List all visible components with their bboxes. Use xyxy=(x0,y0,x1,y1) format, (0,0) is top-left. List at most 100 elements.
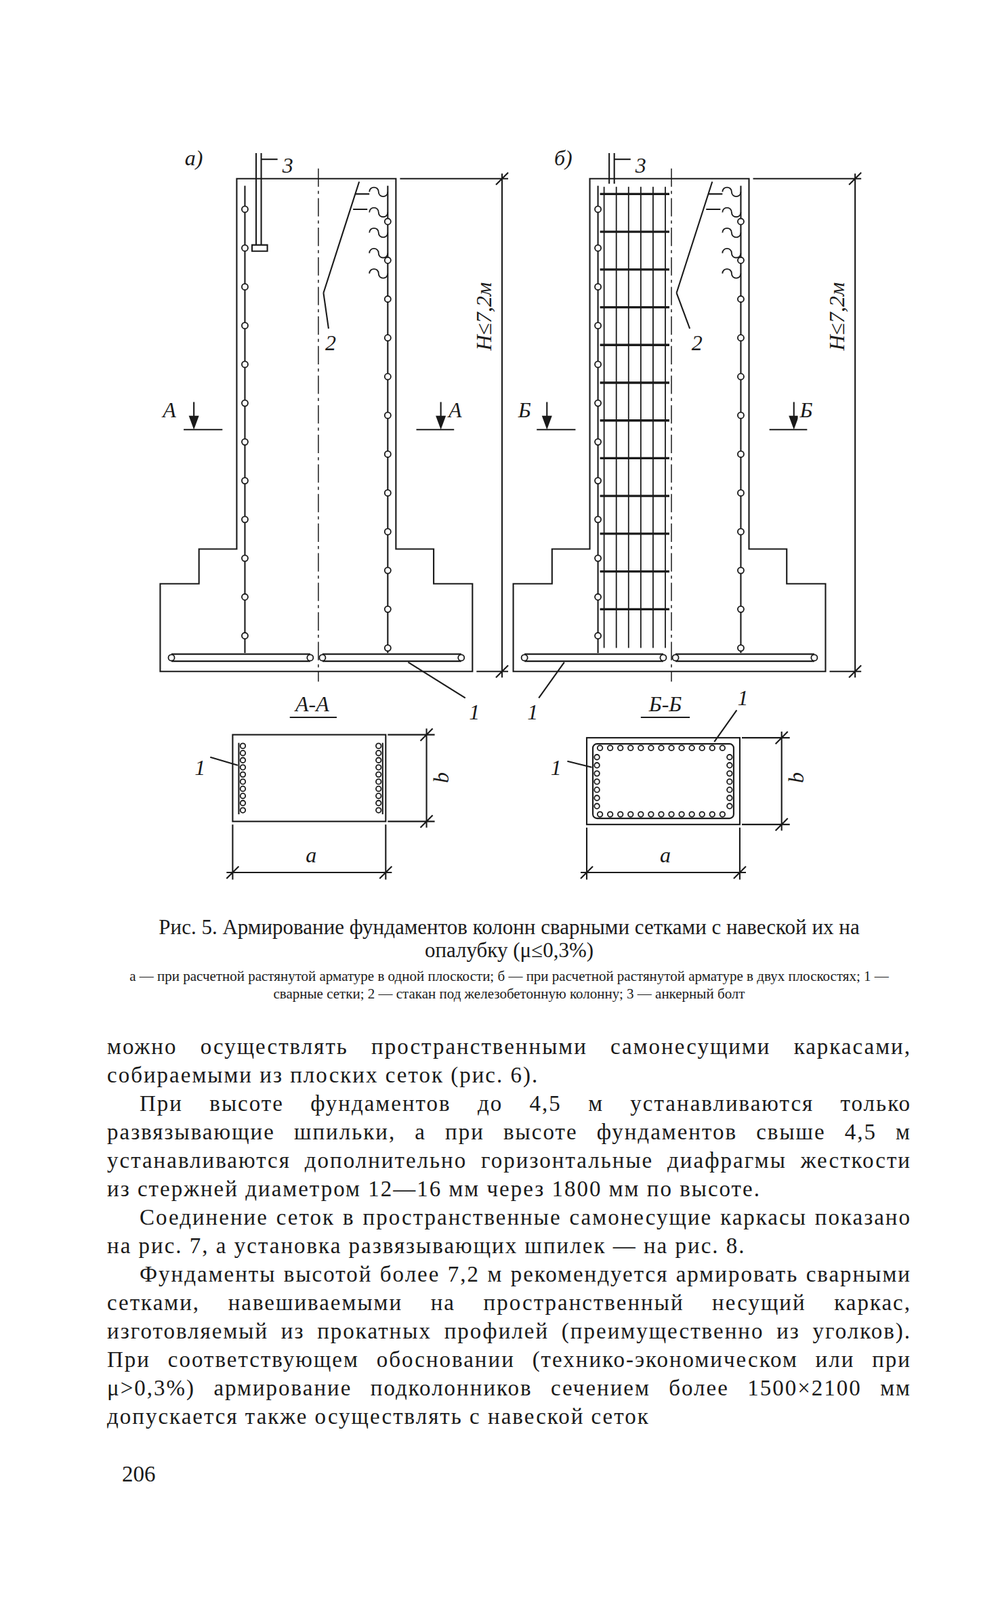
rebar-dot xyxy=(737,489,744,496)
title-underline xyxy=(289,716,337,719)
anchor-bolt xyxy=(609,153,615,184)
rebar-dot xyxy=(240,807,246,814)
body-paragraph: При высоте фундаментов до 4,5 м устанавл… xyxy=(107,1089,912,1204)
rebar-dot xyxy=(241,555,248,562)
mesh-line xyxy=(243,185,246,654)
rebar-dot xyxy=(384,528,391,535)
rebar-dot xyxy=(699,811,705,818)
rebar-dot xyxy=(678,811,685,818)
rebar-dot xyxy=(240,772,246,778)
cage-bar xyxy=(615,186,618,649)
rebar-dot xyxy=(521,654,528,661)
body-paragraph: Фундаменты высотой более 7,2 м рекоменду… xyxy=(107,1260,912,1431)
dimension-line xyxy=(580,827,746,881)
section-title: А-А xyxy=(293,693,332,715)
cage-rung xyxy=(600,457,670,460)
rebar-dot xyxy=(726,762,733,769)
foundation-outline xyxy=(513,178,826,672)
rebar-dot xyxy=(726,803,733,809)
callout-number: 1 xyxy=(192,756,208,779)
rebar-dot xyxy=(594,283,601,290)
rebar-dot xyxy=(607,811,614,818)
cage-bar xyxy=(628,186,630,649)
section-letter: Б xyxy=(516,399,534,421)
cage-rung xyxy=(600,570,670,573)
rebar-dot xyxy=(240,743,246,749)
rebar-dot xyxy=(648,811,654,818)
column-socket xyxy=(323,181,370,293)
stirrup-hook xyxy=(722,187,741,198)
rebar-dot xyxy=(594,439,601,446)
foundation-outline xyxy=(159,178,473,672)
section-letter: Б xyxy=(797,399,815,421)
arrow-head xyxy=(189,416,446,429)
rebar-dot xyxy=(594,477,601,484)
mesh-line xyxy=(597,185,599,654)
stirrup-hook xyxy=(369,248,388,259)
rebar-dot xyxy=(659,654,666,661)
dimension-line xyxy=(226,824,392,880)
rebar-dot xyxy=(594,361,601,368)
dimension-text: b xyxy=(785,770,807,786)
cage-rung xyxy=(600,344,670,347)
rebar-dot xyxy=(240,779,246,785)
section-outline xyxy=(586,737,740,825)
rebar-dot xyxy=(241,361,248,368)
cage-bar xyxy=(640,186,642,649)
rebar-dot xyxy=(241,516,248,523)
axis-line xyxy=(317,168,320,683)
rebar-dot xyxy=(384,257,391,264)
leader-line xyxy=(210,757,238,766)
stirrup-hook xyxy=(722,268,741,279)
rebar-dot xyxy=(638,811,644,818)
rebar-dot xyxy=(457,654,465,661)
dimension-line xyxy=(753,172,862,679)
callout-number: 2 xyxy=(689,331,705,354)
rebar-dot xyxy=(376,750,382,757)
rebar-dot xyxy=(617,811,624,818)
rebar-dot xyxy=(710,811,716,818)
figure-letter: а) xyxy=(182,147,206,169)
rebar-dot xyxy=(376,807,382,814)
leader-line xyxy=(323,292,329,329)
cage-rung xyxy=(600,608,670,611)
rebar-dot xyxy=(737,334,744,341)
dimension-line xyxy=(399,172,509,679)
leader-line xyxy=(538,662,565,699)
cage-rung xyxy=(600,532,670,535)
rebar-dot xyxy=(594,322,601,329)
rebar-dot xyxy=(240,800,246,807)
figure-caption: Рис. 5. Армирование фундаментов колонн с… xyxy=(120,915,898,963)
cage-bar xyxy=(652,186,654,649)
rebar-dot xyxy=(384,451,391,458)
dimension-text: a xyxy=(657,844,673,866)
cage-rung xyxy=(600,419,670,422)
rebar-dot xyxy=(710,745,716,751)
cage-rung xyxy=(600,268,670,271)
rebar-dot xyxy=(376,793,382,799)
stirrup-hook xyxy=(369,187,388,198)
rebar-dot xyxy=(594,787,600,793)
caption-legend: а — при расчетной растянутой арматуре в … xyxy=(127,967,891,1003)
rebar-dot xyxy=(737,528,744,535)
rebar-dot xyxy=(241,205,248,213)
rebar-dot xyxy=(594,803,600,809)
stirrup-hook xyxy=(722,228,741,238)
rebar-dot xyxy=(384,218,391,225)
rebar-dot xyxy=(594,754,600,761)
mesh-loop xyxy=(592,743,734,819)
rebar-dot xyxy=(699,745,705,751)
rebar-dot xyxy=(168,654,175,661)
rebar-dot xyxy=(319,654,326,661)
text-flow: Рис. 5. Армирование фундаментов колонн с… xyxy=(107,915,912,1488)
stirrup-hook xyxy=(369,207,388,218)
rebar-dot xyxy=(726,754,733,761)
section-outline xyxy=(232,735,386,822)
rebar-dot xyxy=(594,779,600,785)
rebar-dot xyxy=(726,779,733,785)
drawing-lines xyxy=(159,153,862,880)
callout-number: 2 xyxy=(323,331,339,354)
mesh-line xyxy=(382,743,384,815)
stirrup-hook xyxy=(722,207,741,218)
rebar-dot xyxy=(241,632,248,639)
